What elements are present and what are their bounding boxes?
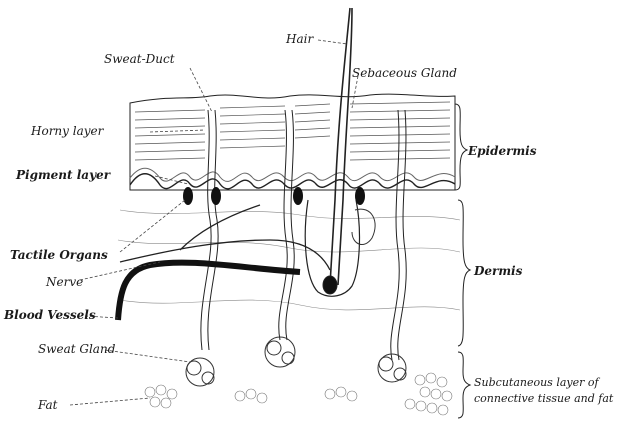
dermis-brace [458, 200, 470, 346]
subcutaneous-brace [458, 352, 470, 418]
tactile-organs-label: Tactile Organs [10, 249, 108, 261]
sweat-gland-label: Sweat Gland [38, 343, 115, 355]
sweat-duct-3 [391, 110, 399, 360]
hair-shaft [330, 8, 352, 285]
horny-layer-label: Horny layer [31, 125, 103, 137]
fat-label: Fat [38, 399, 58, 411]
dermis-label: Dermis [474, 265, 522, 277]
nerve-label: Nerve [46, 276, 83, 288]
pigment-layer-label: Pigment layer [16, 169, 110, 181]
sebaceous-gland-label: Sebaceous Gland [352, 67, 457, 79]
sweat-duct-label: Sweat-Duct [104, 53, 175, 65]
hair-bulb [323, 276, 337, 294]
hair-label: Hair [286, 33, 313, 45]
sweat-gland-coils [186, 337, 406, 386]
subcutaneous-label-line2: connective tissue and fat [474, 393, 613, 404]
fat-lobules [145, 373, 452, 415]
epidermis-brace [455, 104, 467, 190]
epidermis-label: Epidermis [468, 145, 536, 157]
sweat-duct-2 [279, 110, 287, 340]
subcutaneous-label-line1: Subcutaneous layer of [474, 377, 599, 388]
blood-vessels-label: Blood Vessels [4, 309, 96, 321]
